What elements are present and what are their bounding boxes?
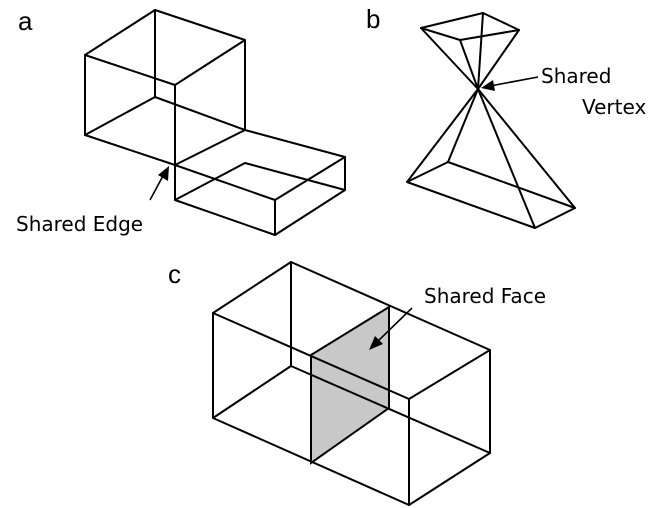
shared-vertex-label-line2: Vertex	[582, 95, 646, 119]
shared-face-arrow	[369, 307, 413, 350]
shared-edge-label: Shared Edge	[16, 212, 143, 236]
inverted-pyramid-shape	[420, 12, 520, 90]
upright-pyramid-shape	[406, 88, 576, 229]
panel-c-letter: c	[168, 259, 181, 289]
shared-vertex-arrow	[481, 76, 539, 91]
panel-a-letter: a	[18, 6, 33, 36]
shared-vertex-label-line1: Shared	[541, 64, 611, 88]
panel-c: c Shared Face	[168, 259, 546, 506]
panel-a: a Shared Edge	[16, 6, 346, 236]
double-box-shape	[212, 261, 491, 506]
shared-edge-arrow	[149, 166, 169, 201]
shared-face-label: Shared Face	[424, 284, 546, 308]
slab-shape	[174, 129, 346, 236]
panel-b: b Shared Vertex	[366, 4, 646, 229]
panel-b-letter: b	[366, 4, 380, 34]
